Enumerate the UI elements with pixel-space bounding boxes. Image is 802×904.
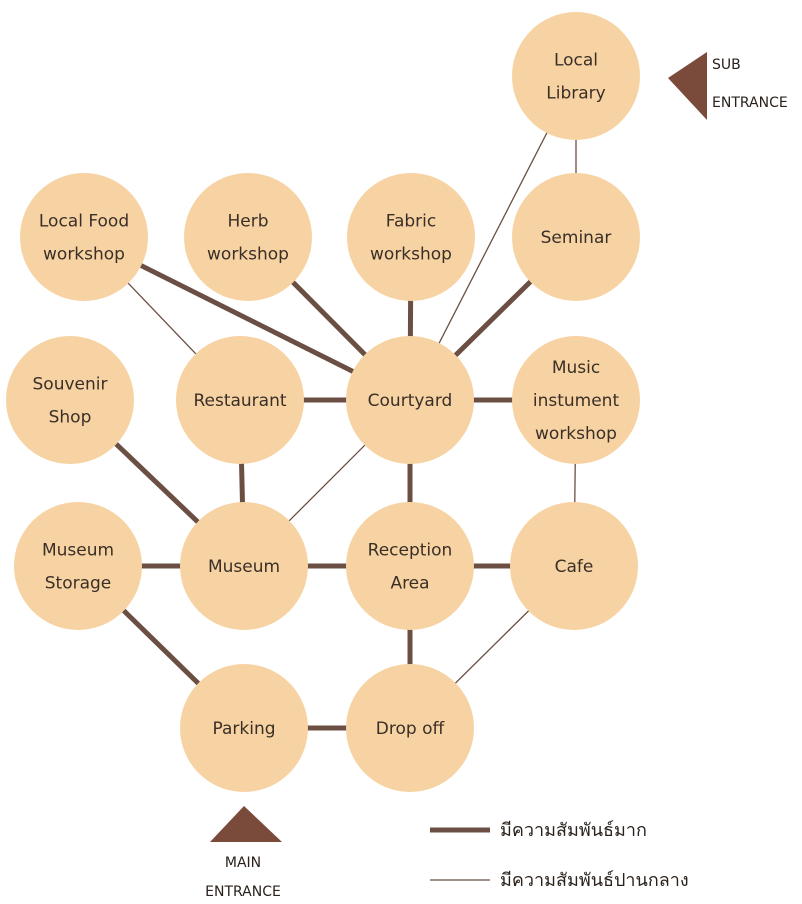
node-label-souvenir-shop-line1: Souvenir [33, 375, 108, 395]
node-label-parking-line1: Parking [212, 719, 275, 739]
sub-entrance-label-line2: ENTRANCE [712, 95, 788, 111]
node-label-fabric-workshop-line1: Fabric [386, 212, 437, 232]
links-layer [68, 75, 578, 731]
node-circle-herb-workshop [184, 173, 312, 301]
node-circle-souvenir-shop [6, 336, 134, 464]
node-circle-local-library [512, 12, 640, 140]
node-label-local-food-workshop-line1: Local Food [39, 212, 129, 232]
legend-medium-label: มีความสัมพันธ์ปานกลาง [500, 870, 689, 891]
node-circle-fabric-workshop [347, 173, 475, 301]
node-label-fabric-workshop-line2: workshop [370, 245, 452, 265]
sub-entrance-arrow-icon [668, 52, 707, 120]
node-label-drop-off-line1: Drop off [376, 719, 446, 739]
node-circle-parking [180, 664, 308, 792]
main-entrance-label-line1: MAIN [225, 855, 261, 871]
main-entrance-label-line2: ENTRANCE [205, 884, 281, 900]
node-circle-music-instument-workshop [512, 336, 640, 464]
node-label-reception-area-line2: Area [390, 574, 429, 594]
node-circle-cafe [510, 502, 638, 630]
node-circle-museum [180, 502, 308, 630]
sub-entrance-label-line1: SUB [712, 57, 741, 73]
legend-strong-label: มีความสัมพันธ์มาก [500, 820, 647, 841]
node-label-courtyard-line1: Courtyard [368, 391, 453, 411]
node-label-souvenir-shop-line2: Shop [49, 408, 92, 428]
node-circle-reception-area [346, 502, 474, 630]
node-label-local-food-workshop-line2: workshop [43, 245, 125, 265]
node-circle-seminar [512, 173, 640, 301]
node-circle-local-food-workshop [20, 173, 148, 301]
node-music-instument-workshop: Music instument workshop [512, 336, 640, 464]
node-circle-drop-off [346, 664, 474, 792]
main-entrance-arrow-icon [210, 806, 282, 842]
node-circle-courtyard [346, 336, 474, 464]
node-label-museum-line1: Museum [208, 557, 280, 577]
node-label-music-instument-workshop-line1: Music [552, 358, 600, 378]
node-label-reception-area-line1: Reception [368, 541, 453, 561]
node-label-museum-storage-line1: Museum [42, 541, 114, 561]
node-circle-museum-storage [14, 502, 142, 630]
node-courtyard: Courtyard [346, 336, 474, 464]
node-herb-workshop: Herb workshop [184, 173, 312, 301]
node-label-music-instument-workshop-line3: workshop [535, 424, 617, 444]
node-fabric-workshop: Fabric workshop [347, 173, 475, 301]
legend: มีความสัมพันธ์มาก มีความสัมพันธ์ปานกลาง [430, 820, 689, 891]
node-museum: Museum [180, 502, 308, 630]
node-local-food-workshop: Local Food workshop [20, 173, 148, 301]
node-cafe: Cafe [510, 502, 638, 630]
node-circle-restaurant [176, 336, 304, 464]
main-entrance-marker: MAIN ENTRANCE [205, 806, 282, 900]
node-label-seminar-line1: Seminar [541, 228, 612, 248]
node-label-restaurant-line1: Restaurant [193, 391, 286, 411]
node-seminar: Seminar [512, 173, 640, 301]
sub-entrance-marker: SUB ENTRANCE [668, 52, 788, 120]
node-label-cafe-line1: Cafe [555, 557, 594, 577]
node-label-herb-workshop-line2: workshop [207, 245, 289, 265]
node-drop-off: Drop off [346, 664, 474, 792]
node-label-music-instument-workshop-line2: instument [533, 391, 620, 411]
node-parking: Parking [180, 664, 308, 792]
node-label-local-library-line1: Local [554, 51, 598, 71]
node-label-museum-storage-line2: Storage [45, 574, 112, 594]
node-label-local-library-line2: Library [546, 84, 605, 104]
node-label-herb-workshop-line1: Herb [227, 212, 268, 232]
node-restaurant: Restaurant [176, 336, 304, 464]
